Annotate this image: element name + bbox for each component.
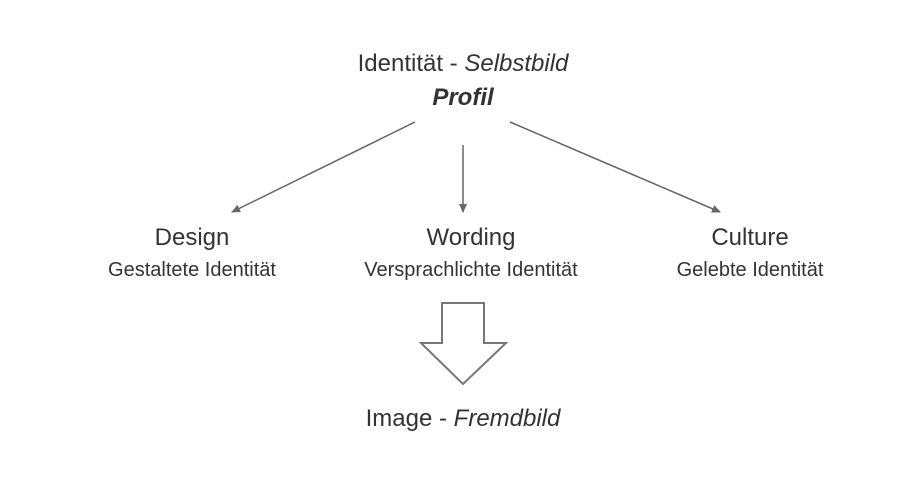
design-subtitle: Gestaltete Identität (108, 259, 276, 281)
block-arrow-down-icon (418, 302, 509, 386)
culture-subtitle: Gelebte Identität (676, 259, 824, 281)
arrow-to-culture (509, 121, 721, 213)
design-title: Design (154, 224, 230, 251)
wording-title: Wording (426, 224, 516, 251)
arrow-to-design (231, 121, 416, 213)
top-subtitle: Profil (432, 84, 494, 111)
bottom-title: Image - Fremdbild (365, 405, 561, 432)
culture-title: Culture (711, 224, 789, 251)
top-title: Identität - Selbstbild (357, 50, 569, 77)
wording-subtitle: Versprachlichte Identität (364, 259, 578, 281)
